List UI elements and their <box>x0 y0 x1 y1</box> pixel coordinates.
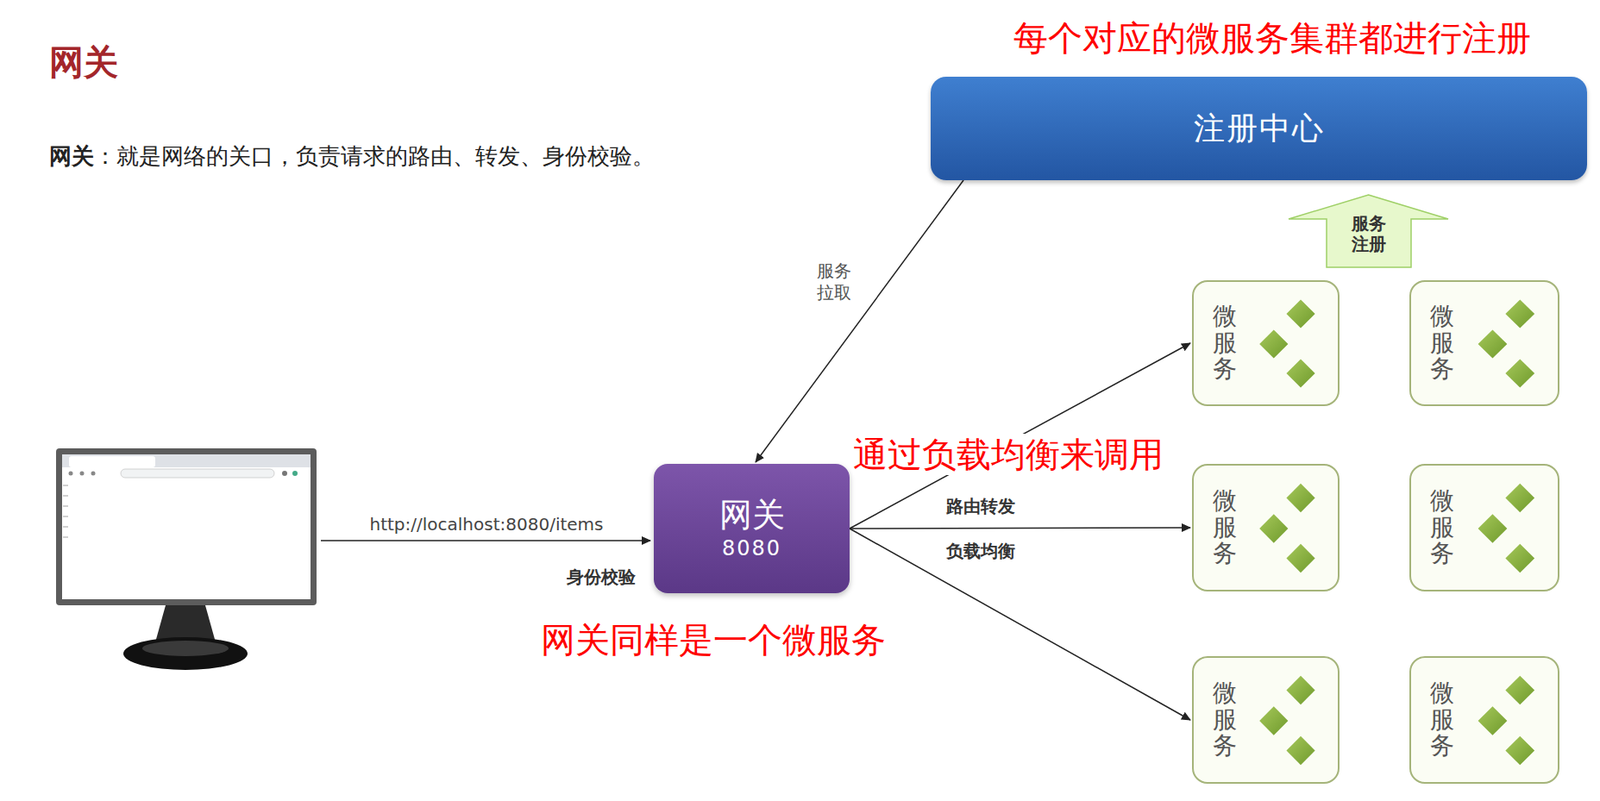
browser-tab <box>69 456 156 468</box>
service-box: 微服务 <box>1192 656 1340 785</box>
vertical-label: 微服务 <box>1430 303 1455 383</box>
green-diamond <box>1286 544 1315 574</box>
green-diamond <box>1478 514 1508 544</box>
green-diamond <box>1505 544 1535 574</box>
connector <box>755 180 964 463</box>
green-diamond <box>1478 329 1508 358</box>
vertical-label: 微服务 <box>1430 488 1455 568</box>
node-label: 服务 注册 <box>1349 213 1388 269</box>
service-box: 微服务 <box>1409 280 1560 407</box>
service-box: 微服务 <box>1409 656 1560 785</box>
service-box: 微服务 <box>1192 464 1340 592</box>
monitor-frame <box>56 448 317 606</box>
url-label: http://localhost:8080/items <box>369 514 603 535</box>
green-diamond <box>1505 736 1535 766</box>
green-diamond <box>1286 299 1315 328</box>
monitor-base-highlight <box>142 640 229 657</box>
connector <box>849 527 1191 529</box>
green-diamond <box>1286 676 1315 706</box>
green-diamond <box>1286 358 1315 388</box>
nav-icon <box>292 470 298 477</box>
green-diamond <box>1286 736 1315 766</box>
gateway-box: 网关8080 <box>653 464 850 594</box>
green-diamond <box>1505 676 1535 706</box>
nav-icon <box>282 470 288 477</box>
edge-label: 服务 拉取 <box>815 260 854 304</box>
green-diamond <box>1259 706 1288 736</box>
page-title: 网关 <box>49 41 119 83</box>
block-arrow-outline <box>1288 194 1449 268</box>
definition-text: ：就是网络的关口，负责请求的路由、转发、身份校验。 <box>94 143 655 170</box>
nav-icon <box>80 471 85 477</box>
node-label: 网关 <box>719 495 785 537</box>
step-label: 身份校验 <box>566 566 636 588</box>
green-diamond <box>1259 329 1288 358</box>
monitor-stand <box>155 605 216 643</box>
request-arrow <box>320 539 651 542</box>
node-label: 8080 <box>721 535 782 563</box>
green-diamond <box>1478 706 1508 736</box>
browser-tabbar <box>62 454 311 468</box>
step-label: 路由转发 <box>946 495 1016 517</box>
annotation: 通过负载均衡来调用 <box>853 433 1164 476</box>
connector <box>849 343 1191 529</box>
nav-icon <box>69 471 74 477</box>
vertical-label: 微服务 <box>1212 303 1237 383</box>
register-arrow: 服务 注册 <box>1287 194 1450 269</box>
monitor-base <box>123 637 248 671</box>
node-label: 注册中心 <box>1193 107 1325 151</box>
vertical-label: 微服务 <box>1212 488 1237 568</box>
green-diamond <box>1505 299 1535 328</box>
nav-icon <box>91 471 96 477</box>
registry-box: 注册中心 <box>930 76 1588 181</box>
vertical-label: 微服务 <box>1430 680 1455 760</box>
browser-toolbar <box>62 467 311 480</box>
step-label: 负载均衡 <box>946 540 1016 562</box>
line-gutter <box>62 484 69 540</box>
service-box: 微服务 <box>1409 464 1560 592</box>
address-bar <box>120 469 275 478</box>
green-diamond <box>1259 514 1288 544</box>
connector <box>849 528 1191 721</box>
annotation: 网关同样是一个微服务 <box>540 619 886 661</box>
green-diamond <box>1505 483 1535 514</box>
annotation: 每个对应的微服务集群都进行注册 <box>1013 17 1531 59</box>
monitor-screen <box>62 454 311 600</box>
vertical-label: 微服务 <box>1212 680 1237 760</box>
definition-term: 网关 <box>49 143 95 170</box>
green-diamond <box>1505 358 1535 388</box>
green-diamond <box>1286 483 1315 514</box>
service-box: 微服务 <box>1192 280 1340 407</box>
